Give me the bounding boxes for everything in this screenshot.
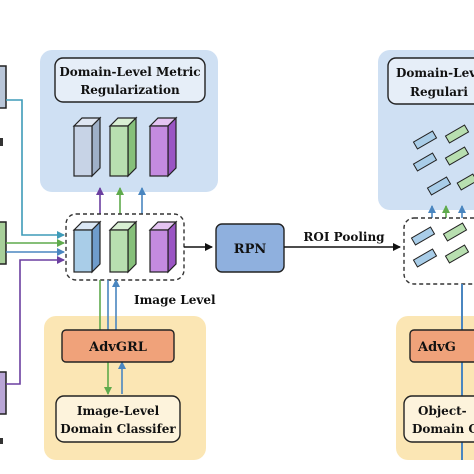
- input-arrow-bottom: [6, 256, 65, 385]
- rpn-label: RPN: [234, 242, 267, 257]
- right-metric-title: Domain-Lev: [396, 66, 474, 80]
- metric-regularization-box: [54, 57, 206, 103]
- input-image-top: [0, 65, 7, 109]
- right-roi-cubes-middle: [410, 222, 470, 268]
- image-feature-cube-purple: [148, 220, 178, 274]
- metric-regularization-subtitle: Regularization: [80, 83, 180, 97]
- image-level-label: Image Level: [134, 293, 216, 307]
- input-arrow-top: [6, 99, 65, 239]
- edge-mark: [0, 138, 3, 146]
- right-metric-box: [387, 57, 474, 105]
- edge-mark: [0, 438, 3, 444]
- metric-regularization-title: Domain-Level Metric: [59, 65, 200, 79]
- feature-cube-gray: [72, 116, 102, 178]
- feature-cube-green: [108, 116, 138, 178]
- image-feature-cube-blue: [72, 220, 102, 274]
- input-image-middle: [0, 221, 7, 265]
- roi-pooling-label: ROI Pooling: [303, 230, 385, 244]
- image-classifier-title: Image-Level: [77, 404, 160, 418]
- advgrl-box: [61, 329, 175, 363]
- right-classifier-title: Object-: [418, 404, 467, 418]
- feature-cube-purple: [148, 116, 178, 178]
- input-image-bottom: [0, 371, 7, 415]
- right-advgrl-box: [409, 329, 474, 363]
- right-advgrl-label: AdvG: [417, 340, 456, 355]
- advgrl-label: AdvGRL: [88, 340, 147, 355]
- image-feature-cube-green: [108, 220, 138, 274]
- right-classifier-box: [403, 395, 474, 443]
- right-roi-cubes-top: [412, 124, 474, 196]
- image-level-domain-classifier-box: [55, 395, 181, 443]
- right-metric-subtitle: Regulari: [410, 85, 468, 99]
- image-classifier-subtitle: Domain Classifer: [60, 422, 176, 436]
- rpn-box: [215, 223, 285, 273]
- right-classifier-subtitle: Domain C: [412, 422, 474, 436]
